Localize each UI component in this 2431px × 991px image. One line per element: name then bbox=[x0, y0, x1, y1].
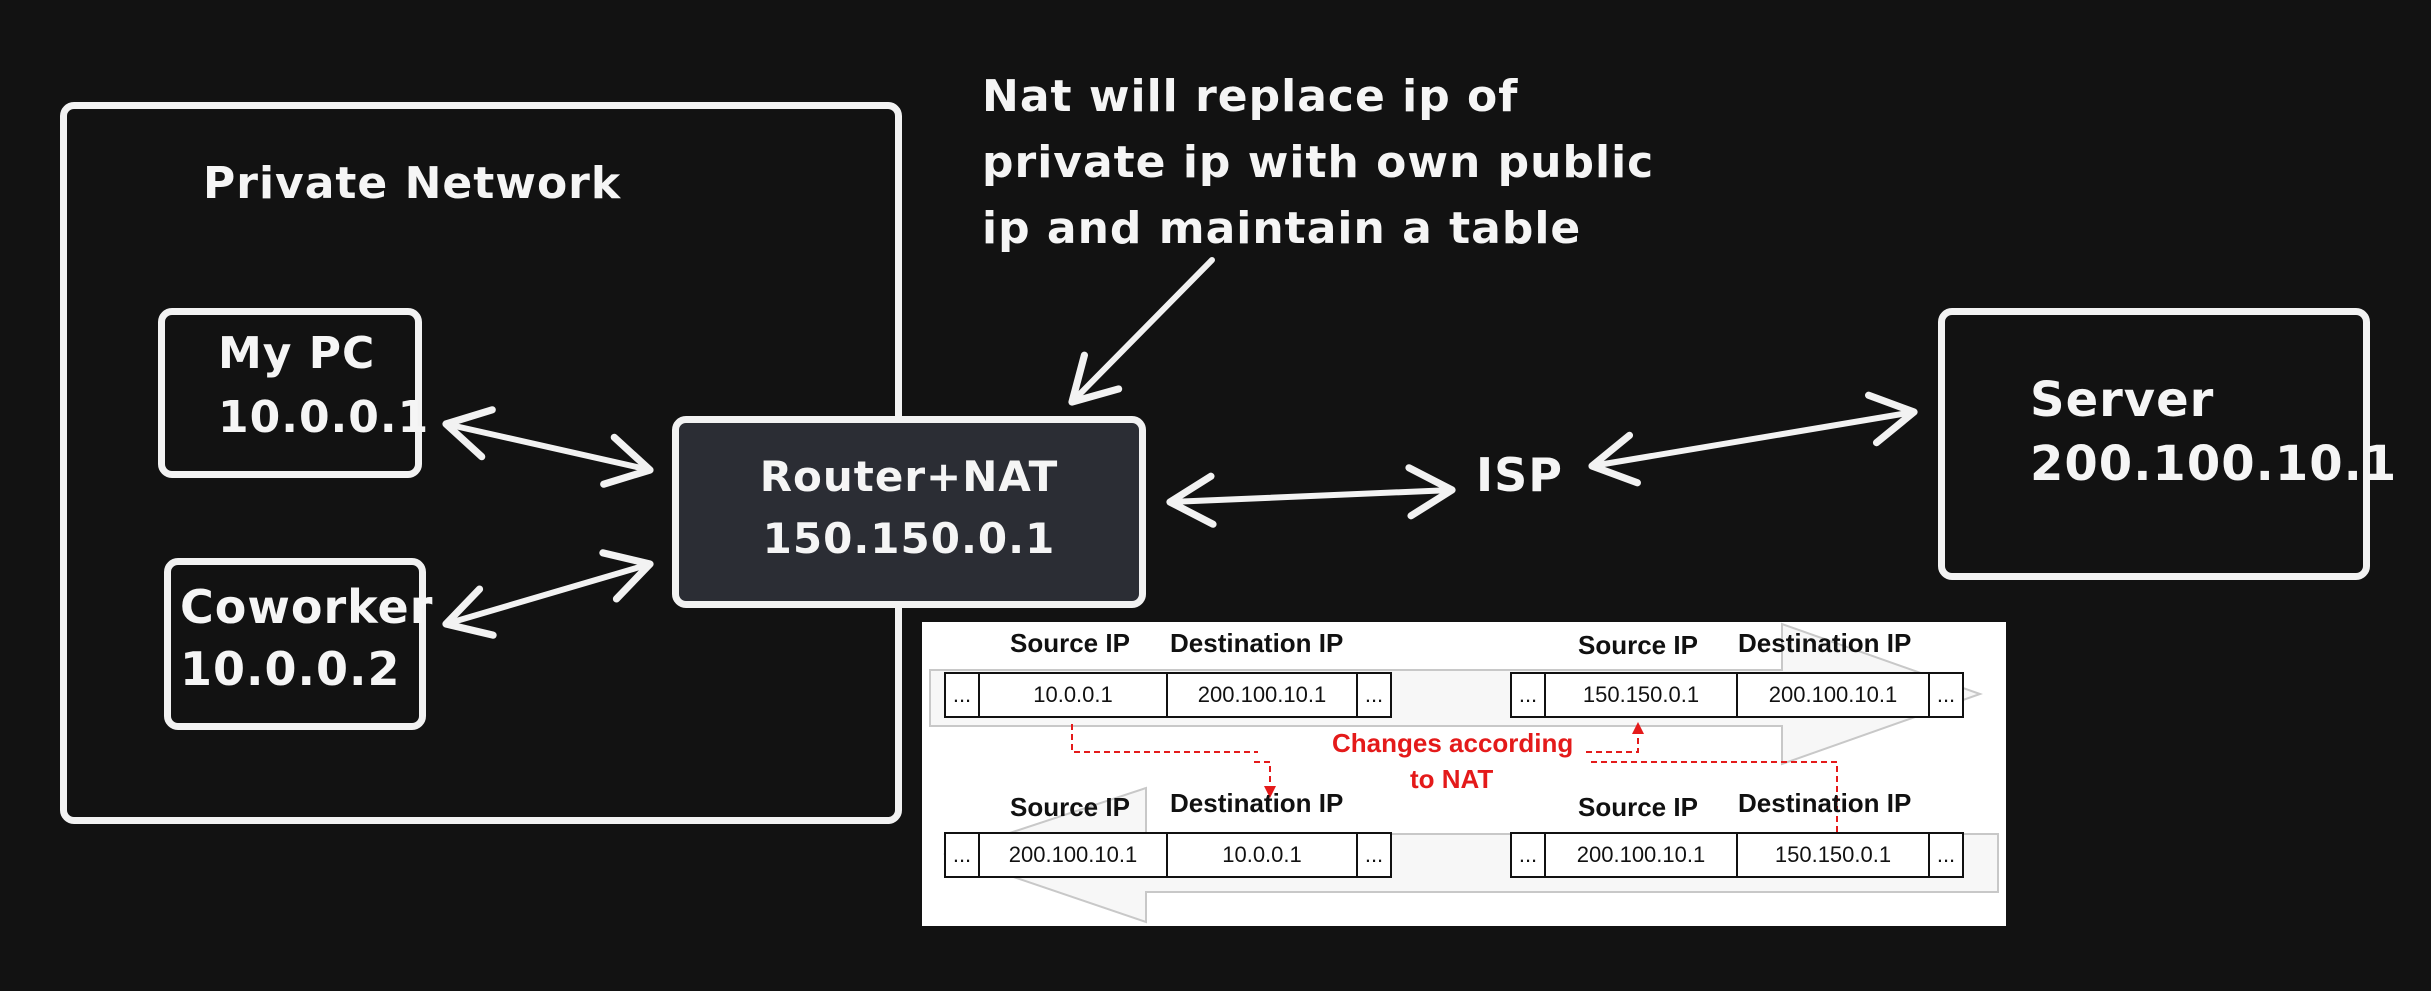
nat-figure-graphics bbox=[929, 622, 1999, 924]
nat-note: Nat will replace ip of private ip with o… bbox=[982, 71, 1655, 254]
out-public-ellipsis-right: ... bbox=[1928, 672, 1964, 718]
router-ip: 150.150.0.1 bbox=[762, 514, 1056, 563]
out-public-source-header: Source IP bbox=[1578, 630, 1698, 660]
private-network-label: Private Network bbox=[203, 158, 622, 209]
in-public-source-header: Source IP bbox=[1578, 792, 1698, 822]
router-isp-arrow bbox=[1166, 464, 1456, 528]
change-connector-dest-tail bbox=[1254, 761, 1271, 792]
isp-label: ISP bbox=[1476, 448, 1563, 502]
out-private-dest-header: Destination IP bbox=[1170, 628, 1344, 658]
my-pc-node bbox=[158, 308, 422, 478]
server-name: Server bbox=[2030, 372, 2215, 428]
change-connector-source bbox=[1071, 724, 1258, 753]
change-connector-dest bbox=[1590, 761, 1838, 832]
changes-label-line1: Changes according bbox=[1332, 728, 1574, 758]
coworker-ip: 10.0.0.2 bbox=[180, 642, 401, 696]
inbound-flow-arrow bbox=[942, 786, 1999, 924]
router-name: Router+NAT bbox=[759, 452, 1059, 501]
my-pc-name: My PC bbox=[218, 328, 376, 379]
in-public-ellipsis-left: ... bbox=[1510, 832, 1546, 878]
out-private-ellipsis-right: ... bbox=[1356, 672, 1392, 718]
pc-router-arrow bbox=[442, 406, 654, 488]
router-nat-node bbox=[672, 416, 1146, 608]
isp-server-arrow bbox=[1588, 391, 1918, 487]
in-public-ellipsis-right: ... bbox=[1928, 832, 1964, 878]
out-private-source: 10.0.0.1 bbox=[978, 672, 1168, 718]
in-private-source: 200.100.10.1 bbox=[978, 832, 1168, 878]
change-connector-source-tail bbox=[1586, 728, 1639, 753]
server-node bbox=[1938, 308, 2370, 580]
in-private-ellipsis-left: ... bbox=[944, 832, 980, 878]
out-public-dest: 200.100.10.1 bbox=[1736, 672, 1930, 718]
change-arrowhead-down bbox=[1264, 786, 1276, 798]
in-private-dest: 10.0.0.1 bbox=[1166, 832, 1358, 878]
in-private-ellipsis-right: ... bbox=[1356, 832, 1392, 878]
nat-table-figure: Source IP Destination IP Source IP Desti… bbox=[922, 622, 2006, 926]
out-public-source: 150.150.0.1 bbox=[1544, 672, 1738, 718]
out-private-ellipsis-left: ... bbox=[944, 672, 980, 718]
coworker-node bbox=[164, 558, 426, 730]
note-pointer-arrow bbox=[1068, 257, 1215, 406]
change-arrowhead-up bbox=[1632, 722, 1644, 734]
coworker-router-arrow bbox=[442, 549, 654, 639]
changes-label-line2: to NAT bbox=[1410, 764, 1494, 794]
out-private-dest: 200.100.10.1 bbox=[1166, 672, 1358, 718]
out-private-source-header: Source IP bbox=[1010, 628, 1130, 658]
in-public-dest: 150.150.0.1 bbox=[1736, 832, 1930, 878]
in-private-source-header: Source IP bbox=[1010, 792, 1130, 822]
out-public-dest-header: Destination IP bbox=[1738, 628, 1912, 658]
in-public-dest-header: Destination IP bbox=[1738, 788, 1912, 818]
in-public-source: 200.100.10.1 bbox=[1544, 832, 1738, 878]
my-pc-ip: 10.0.0.1 bbox=[218, 392, 430, 443]
in-private-dest-header: Destination IP bbox=[1170, 788, 1344, 818]
out-public-ellipsis-left: ... bbox=[1510, 672, 1546, 718]
coworker-name: Coworker bbox=[180, 580, 434, 634]
server-ip: 200.100.10.1 bbox=[2030, 436, 2398, 492]
